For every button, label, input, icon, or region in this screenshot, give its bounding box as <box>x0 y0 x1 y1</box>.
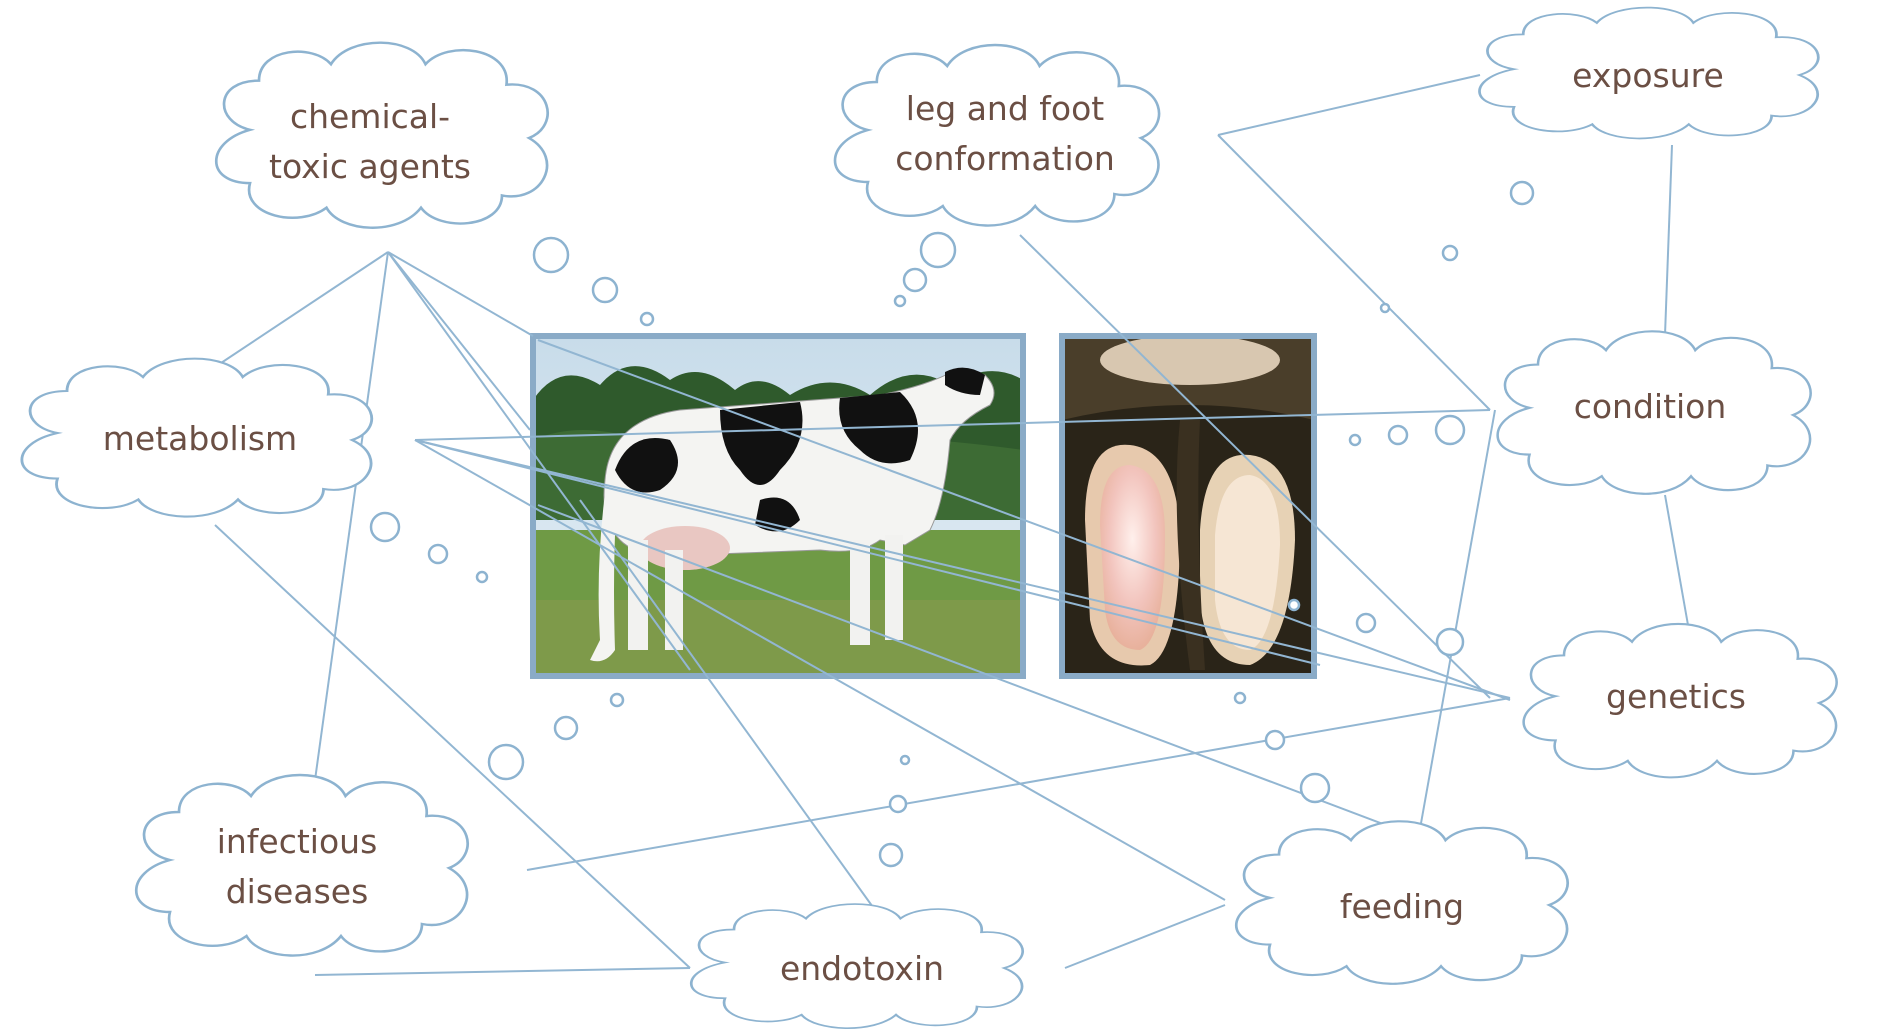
link-metabolism-genetics <box>414 439 1511 699</box>
infectious-line1: infectious <box>217 822 378 861</box>
node-feeding: feeding <box>1234 819 1569 986</box>
infectious-line2: diseases <box>226 872 369 911</box>
leg-foot-line1: leg and foot <box>906 89 1104 128</box>
link-chemical-metabolism <box>217 251 389 366</box>
link-leg-exposure <box>1217 74 1481 136</box>
exposure-label: exposure <box>1572 56 1724 95</box>
condition-label: condition <box>1574 387 1727 426</box>
hoof-photo <box>1059 333 1317 679</box>
connection-lines <box>214 74 1689 976</box>
link-condition-genetics <box>1664 494 1689 626</box>
leg-foot-line2: conformation <box>895 139 1115 178</box>
link-chemical-infectious <box>314 251 389 781</box>
endotoxin-label: endotoxin <box>780 949 944 988</box>
thought-bubbles <box>369 180 1535 868</box>
node-condition: condition <box>1496 330 1812 496</box>
feeding-label: feeding <box>1340 887 1464 926</box>
node-leg-and-foot-conformation: leg and foot conformation <box>833 43 1161 227</box>
link-leg-condition <box>1217 134 1491 411</box>
link-endotoxin-infectious <box>314 967 691 976</box>
link-metabolism-feeding <box>414 439 1226 901</box>
node-endotoxin: endotoxin <box>689 902 1024 1030</box>
link-leg-feeding <box>1019 234 1491 699</box>
link-cow-endotoxin <box>579 499 876 911</box>
link-metabolism-endotoxin <box>214 524 691 969</box>
genetics-label: genetics <box>1606 677 1746 716</box>
link-metabolism-genetics2 <box>414 439 1321 666</box>
link-genetics-infectious <box>526 697 1511 871</box>
cow-photo <box>530 333 1026 679</box>
link-cow-genetics <box>537 339 1511 701</box>
node-metabolism: metabolism <box>20 357 374 519</box>
chemical-toxic-line1: chemical- <box>290 97 450 136</box>
link-chemical-cow <box>387 251 534 337</box>
node-infectious-diseases: infectious diseases <box>134 773 469 957</box>
link-cow-feeding <box>537 504 1421 839</box>
link-condition-feeding <box>1417 409 1496 841</box>
node-exposure: exposure <box>1478 6 1820 140</box>
node-genetics: genetics <box>1522 622 1838 779</box>
link-exposure-condition <box>1664 144 1673 336</box>
chemical-toxic-line2: toxic agents <box>269 147 471 186</box>
link-chemical-cow2 <box>387 251 531 431</box>
link-endotoxin-feeding <box>1064 904 1226 969</box>
metabolism-label: metabolism <box>103 419 297 458</box>
node-chemical-toxic-agents: chemical- toxic agents <box>214 41 549 230</box>
link-metabolism-condition <box>414 409 1491 441</box>
link-chemical-endotoxin <box>387 251 691 671</box>
